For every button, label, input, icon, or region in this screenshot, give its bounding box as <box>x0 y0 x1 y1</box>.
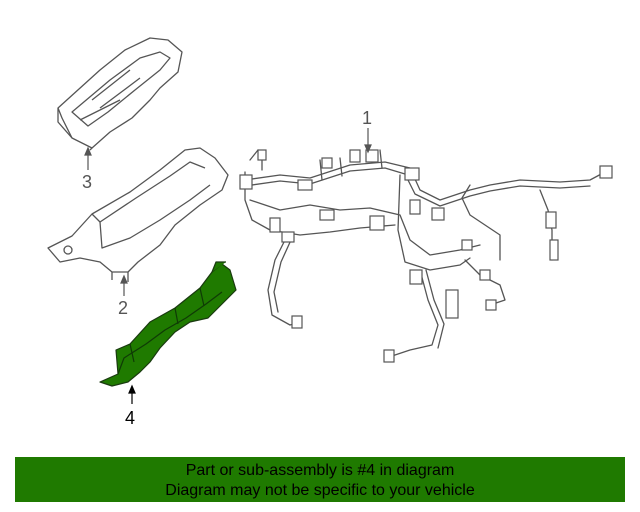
banner-line-part-number: Part or sub-assembly is #4 in diagram <box>185 462 455 479</box>
callout-2-leader <box>120 274 128 296</box>
part-4-bracket-highlighted <box>99 261 237 387</box>
callout-2-label: 2 <box>118 298 128 318</box>
banner-line-disclaimer: Diagram may not be specific to your vehi… <box>165 482 475 499</box>
callout-3-label: 3 <box>82 172 92 192</box>
callout-4-leader <box>128 384 136 404</box>
part-3-cover <box>57 37 183 151</box>
part-2-bracket <box>47 147 229 282</box>
callout-1-leader <box>364 128 372 154</box>
callout-4-label: 4 <box>125 408 135 428</box>
harness-connectors <box>239 149 613 363</box>
callout-3-leader <box>84 146 92 170</box>
part-info-banner: Part or sub-assembly is #4 in diagram Di… <box>15 457 625 502</box>
exploded-parts-diagram: 3 2 4 <box>47 37 613 428</box>
callout-1-label: 1 <box>362 108 372 128</box>
